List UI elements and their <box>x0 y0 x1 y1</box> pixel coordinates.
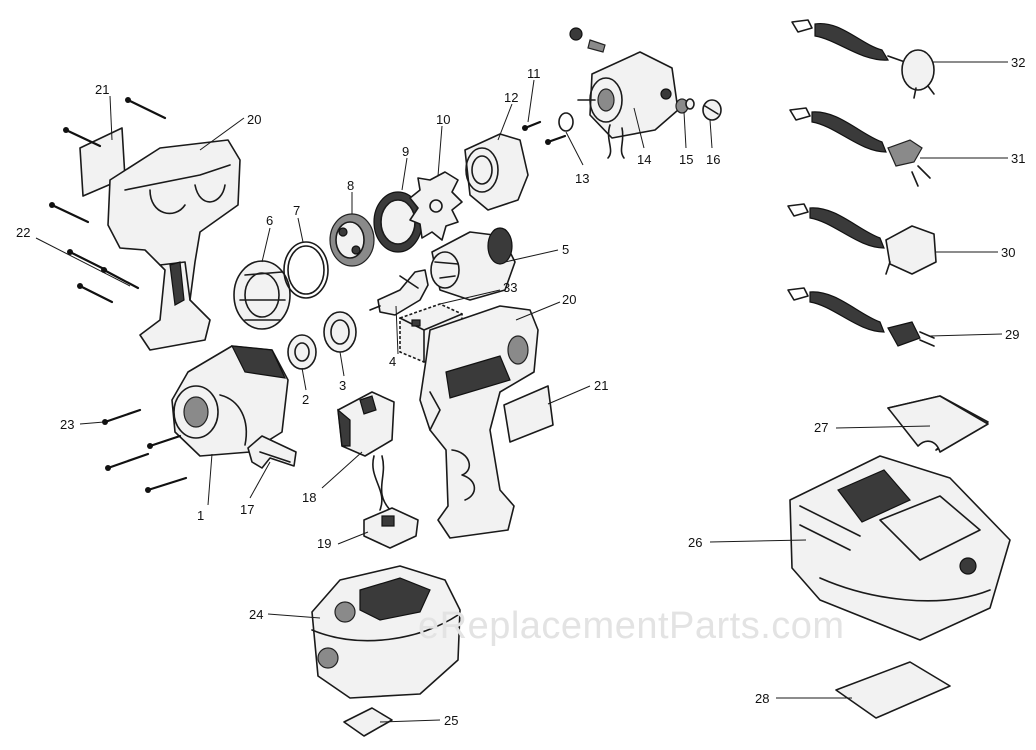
part-14-motor[interactable] <box>569 27 679 159</box>
part-5-clutch-drum[interactable] <box>430 227 516 301</box>
callout-4[interactable]: 4 <box>389 354 396 369</box>
callout-7[interactable]: 7 <box>293 203 300 218</box>
callout-12[interactable]: 12 <box>504 90 518 105</box>
callout-13[interactable]: 13 <box>575 171 589 186</box>
part-27-label[interactable] <box>887 395 989 453</box>
part-30-power-cord-uk[interactable] <box>787 203 937 275</box>
part-20-housing-right[interactable] <box>419 305 539 539</box>
part-4-spindle[interactable] <box>369 269 429 316</box>
part-23-screws[interactable] <box>102 408 188 493</box>
part-22-screws[interactable] <box>49 97 167 304</box>
callout-21-right[interactable]: 21 <box>594 378 608 393</box>
callout-18[interactable]: 18 <box>302 490 316 505</box>
callout-29[interactable]: 29 <box>1005 327 1019 342</box>
leader-lines <box>35 61 1008 723</box>
callout-15[interactable]: 15 <box>679 152 693 167</box>
part-20-housing-left[interactable] <box>107 139 241 351</box>
part-25-label[interactable] <box>343 707 393 737</box>
callout-24[interactable]: 24 <box>249 607 263 622</box>
part-17-reverse-lever[interactable] <box>247 435 297 469</box>
part-12-gear-housing[interactable] <box>464 133 529 211</box>
watermark-text: eReplacementParts.com <box>418 605 845 647</box>
callout-28[interactable]: 28 <box>755 691 769 706</box>
part-29-power-cord-us[interactable] <box>787 287 935 347</box>
part-32-power-cord-au[interactable] <box>791 19 935 99</box>
callout-9[interactable]: 9 <box>402 144 409 159</box>
part-2-washer[interactable] <box>287 334 317 370</box>
callout-33[interactable]: 33 <box>503 280 517 295</box>
part-28-label[interactable] <box>835 661 951 719</box>
part-6-ring-gear[interactable] <box>233 260 291 330</box>
callout-5[interactable]: 5 <box>562 242 569 257</box>
part-16-cap[interactable] <box>702 99 722 121</box>
part-7-o-ring[interactable] <box>283 241 329 299</box>
callout-numbers: 21 20 22 6 7 8 9 10 12 11 13 14 15 16 5 … <box>16 55 1025 728</box>
part-10-gear-plate[interactable] <box>409 171 463 241</box>
callout-25[interactable]: 25 <box>444 713 458 728</box>
part-3-washer[interactable] <box>323 311 357 353</box>
callout-20-right[interactable]: 20 <box>562 292 576 307</box>
callout-17[interactable]: 17 <box>240 502 254 517</box>
callout-27[interactable]: 27 <box>814 420 828 435</box>
part-24-battery[interactable] <box>311 565 461 699</box>
callout-2[interactable]: 2 <box>302 392 309 407</box>
callout-6[interactable]: 6 <box>266 213 273 228</box>
callout-32[interactable]: 32 <box>1011 55 1025 70</box>
callout-21-left[interactable]: 21 <box>95 82 109 97</box>
part-9-gear-ring[interactable] <box>373 191 423 253</box>
part-26-charger[interactable] <box>789 455 1011 641</box>
part-21-label-right[interactable] <box>503 385 554 443</box>
part-11-screw[interactable] <box>522 120 542 131</box>
part-15-washer[interactable] <box>675 98 695 114</box>
callout-20-left[interactable]: 20 <box>247 112 261 127</box>
part-13-screw-washer[interactable] <box>545 112 574 145</box>
callout-1[interactable]: 1 <box>197 508 204 523</box>
callout-30[interactable]: 30 <box>1001 245 1015 260</box>
callout-3[interactable]: 3 <box>339 378 346 393</box>
part-8-planet-carrier[interactable] <box>329 213 375 267</box>
part-1-gear-case[interactable] <box>171 345 289 457</box>
callout-19[interactable]: 19 <box>317 536 331 551</box>
callout-11[interactable]: 11 <box>527 66 541 81</box>
callout-16[interactable]: 16 <box>706 152 720 167</box>
part-19-control-board[interactable] <box>363 455 419 549</box>
callout-31[interactable]: 31 <box>1011 151 1025 166</box>
callout-8[interactable]: 8 <box>347 178 354 193</box>
callout-14[interactable]: 14 <box>637 152 651 167</box>
callout-22[interactable]: 22 <box>16 225 30 240</box>
part-18-switch[interactable] <box>337 391 395 457</box>
callout-23[interactable]: 23 <box>60 417 74 432</box>
part-31-power-cord-eu[interactable] <box>789 107 931 187</box>
callout-10[interactable]: 10 <box>436 112 450 127</box>
callout-26[interactable]: 26 <box>688 535 702 550</box>
